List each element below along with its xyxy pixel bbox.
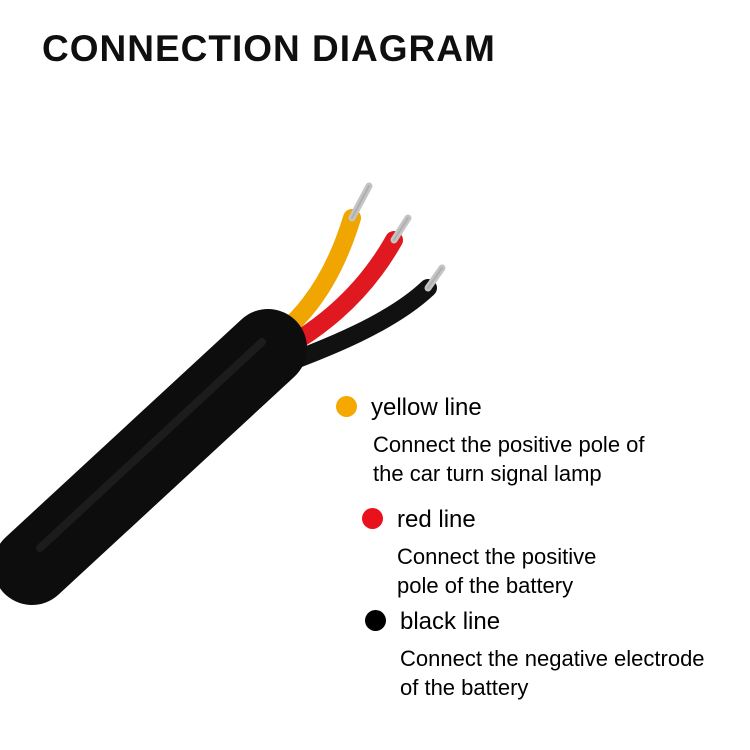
legend-desc-red-line1: Connect the positive (397, 543, 597, 569)
legend-desc-black-line2: of the battery (400, 675, 529, 701)
legend-row-red: red line Connect the positive pole of th… (362, 506, 596, 601)
legend-desc-black-line1: Connect the negative electrode (400, 645, 705, 671)
legend-row-yellow: yellow line Connect the positive pole of… (336, 394, 645, 489)
legend-desc-yellow-line2: the car turn signal lamp (373, 461, 602, 487)
page-title: CONNECTION DIAGRAM (42, 28, 496, 69)
legend-row-black: black line Connect the negative electrod… (365, 608, 705, 703)
legend-label-red: red line (397, 506, 476, 533)
black-dot-icon (365, 610, 386, 631)
legend-desc-yellow-line1: Connect the positive pole of (373, 431, 645, 457)
yellow-dot-icon (336, 396, 357, 417)
legend-desc-red-line2: pole of the battery (397, 573, 574, 599)
red-dot-icon (362, 508, 383, 529)
legend-label-black: black line (400, 608, 501, 635)
main-cable-icon (0, 309, 307, 605)
legend-label-yellow: yellow line (371, 394, 482, 421)
